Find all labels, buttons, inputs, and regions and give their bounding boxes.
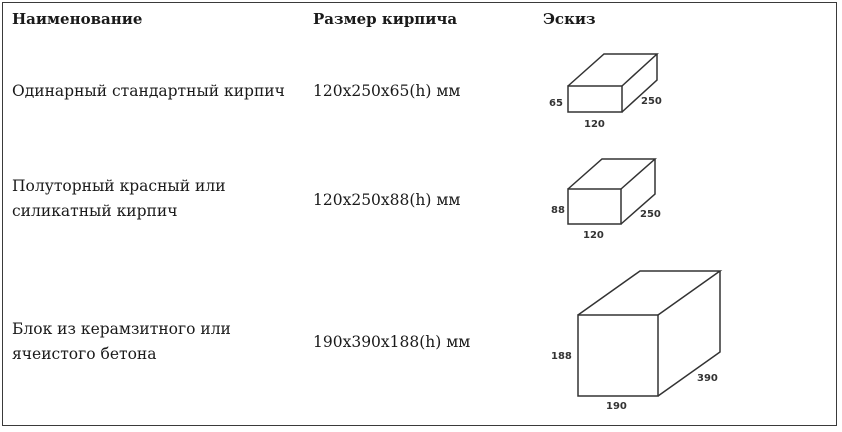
row2-name: Полуторный красный или силикатный кирпич [12,174,226,224]
one-and-half-brick-outline [567,158,657,225]
row3-name: Блок из керамзитного или ячеистого бетон… [12,317,231,367]
single-brick-outline [567,53,659,113]
single-brick-depth-label: 250 [641,96,662,107]
sketch-concrete-block: 188 190 390 [551,270,723,412]
single-brick-width-label: 120 [584,119,605,130]
row3-name-line2: ячеистого бетона [12,345,157,363]
row2-size: 120x250x88(h) мм [313,191,461,209]
sketch-single-brick: 65 120 250 [549,53,662,130]
single-brick-height-label: 65 [549,98,563,109]
one-and-half-brick-depth-label: 250 [640,209,661,220]
header-size: Размер кирпича [313,10,458,28]
concrete-block-outline [577,270,723,397]
row3-size: 190x390x188(h) мм [313,333,471,351]
header-sketch: Эскиз [543,10,596,28]
table-frame [2,2,837,426]
concrete-block-depth-label: 390 [697,373,718,384]
header-name: Наименование [12,10,143,28]
sketch-one-and-half-brick: 88 120 250 [551,158,661,241]
row1-size: 120x250x65(h) мм [313,82,461,100]
concrete-block-height-label: 188 [551,351,572,362]
one-and-half-brick-width-label: 120 [583,230,604,241]
row2-name-line2: силикатный кирпич [12,202,178,220]
row1-name-line1: Одинарный стандартный кирпич [12,82,285,100]
concrete-block-width-label: 190 [606,401,627,412]
one-and-half-brick-height-label: 88 [551,205,565,216]
row3-name-line1: Блок из керамзитного или [12,320,231,338]
row2-name-line1: Полуторный красный или [12,177,226,195]
row1-name: Одинарный стандартный кирпич [12,79,285,104]
